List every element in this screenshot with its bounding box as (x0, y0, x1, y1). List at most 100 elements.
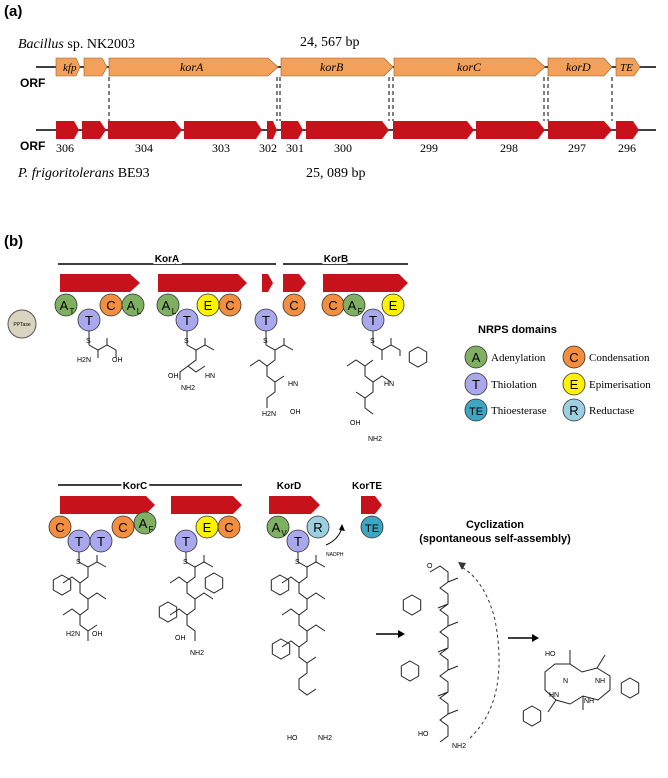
svg-text:HO: HO (418, 731, 429, 738)
legend-thioesterase-label: Thioesterase (491, 405, 547, 417)
korb-label-bg: KorB (324, 254, 348, 265)
svg-text:T: T (70, 307, 75, 316)
gene-304 (108, 121, 182, 139)
cyclization-dotted-arrow (459, 565, 500, 739)
svg-text:T: T (97, 534, 105, 549)
korc-label: KorC (123, 481, 147, 492)
svg-text:NH2: NH2 (181, 385, 195, 392)
orf-label-top: ORF (20, 76, 45, 90)
domain-adenylation (133, 511, 157, 535)
svg-text:C: C (289, 298, 298, 313)
korc-label-bg: KorC (123, 481, 147, 492)
pseudomonas-strain-label: P. frigoritolerans BE93 (17, 166, 150, 181)
svg-text:T: T (85, 313, 93, 328)
gene-number-306: 306 (56, 141, 74, 155)
svg-text:F: F (149, 525, 154, 534)
svg-text:T: T (183, 313, 191, 328)
gene-number-301: 301 (286, 141, 304, 155)
gene-kfp (55, 57, 81, 77)
svg-text:T: T (262, 313, 270, 328)
svg-text:L: L (172, 307, 177, 316)
legend-thioesterase-icon (464, 398, 488, 422)
chem-labels-top: S H2N OH S OH HN NH2 S HN H2N OH S HN OH… (77, 338, 394, 443)
svg-text:HN: HN (549, 692, 559, 699)
svg-text:TE: TE (469, 406, 483, 418)
svg-text:T: T (294, 534, 302, 549)
orf-label-bottom: ORF (20, 139, 45, 153)
legend-thiolation-label: Thiolation (491, 379, 537, 391)
svg-text:C: C (224, 520, 233, 535)
gene-korC (393, 57, 546, 77)
legend-title: NRPS domains (478, 324, 557, 336)
svg-text:HN: HN (205, 373, 215, 380)
svg-text:A: A (162, 298, 171, 313)
gene-number-297: 297 (568, 141, 586, 155)
gene-korD (547, 57, 613, 77)
kord-label: KorD (277, 481, 301, 492)
bacillus-genes: kfp korA korB korC korD TE (55, 57, 641, 77)
svg-text:NH: NH (584, 698, 594, 705)
gene-number-296: 296 (618, 141, 636, 155)
gene-small-orange (83, 57, 108, 77)
pseudomonas-genes (56, 121, 639, 139)
gene-296 (616, 121, 639, 139)
svg-text:H2N: H2N (262, 411, 276, 418)
svg-text:F: F (358, 307, 363, 316)
bacillus-genome-size: 24, 567 bp (300, 35, 360, 50)
gene-korB-label: korB (320, 60, 344, 74)
phenyl-ring (408, 346, 428, 368)
gene-298 (476, 121, 545, 139)
reaction-arrowhead-2 (532, 634, 539, 642)
gene-number-303: 303 (212, 141, 230, 155)
reaction-arrowhead-1 (398, 630, 405, 638)
svg-text:V: V (281, 529, 287, 538)
svg-text:A: A (127, 298, 136, 313)
svg-text:R: R (313, 520, 322, 535)
peptide-chains-top (88, 331, 401, 415)
svg-text:E: E (570, 377, 579, 392)
svg-text:NH2: NH2 (452, 743, 466, 750)
svg-text:S: S (183, 559, 188, 566)
gene-TE (615, 57, 641, 77)
svg-text:E: E (389, 298, 398, 313)
gene-299 (393, 121, 474, 139)
legend-reductase-icon (562, 398, 586, 422)
svg-text:OH: OH (290, 409, 301, 416)
domain-thioesterase (360, 515, 384, 539)
gene-302 (267, 121, 277, 139)
gene-306 (56, 121, 79, 139)
phenyl-rings-bottom (52, 572, 640, 727)
gene-korA (108, 57, 279, 77)
svg-text:A: A (272, 520, 281, 535)
legend-adenylation-icon (464, 345, 488, 369)
svg-text:S: S (263, 338, 268, 345)
gene-number-299: 299 (420, 141, 438, 155)
nadph-arrowhead (339, 524, 345, 531)
domain-adenylation (54, 293, 78, 317)
kora-label: KorA (155, 254, 179, 265)
domain-adenylation (121, 293, 145, 317)
svg-text:TE: TE (365, 523, 379, 535)
svg-text:HO: HO (287, 735, 298, 742)
svg-text:OH: OH (112, 357, 123, 364)
pptase-label: PPTase (13, 322, 30, 328)
panel-a-label: (a) (4, 3, 22, 20)
domain-condensation (282, 293, 306, 317)
nrps-legend: NRPS domains A C T E TE R Adenylation Co… (464, 324, 651, 422)
cyclization-title: Cyclization (466, 519, 524, 531)
domain-condensation (111, 515, 135, 539)
gene-korB (280, 57, 394, 77)
domain-adenylation (156, 293, 180, 317)
gene-TE-label: TE (620, 62, 633, 74)
svg-text:S: S (295, 559, 300, 566)
svg-text:T: T (75, 534, 83, 549)
domain-adenylation (342, 293, 366, 317)
svg-text:H2N: H2N (77, 357, 91, 364)
svg-text:A: A (60, 298, 69, 313)
svg-text:T: T (369, 313, 377, 328)
cyclization-subtitle: (spontaneous self-assembly) (419, 533, 571, 545)
gene-297 (548, 121, 612, 139)
legend-epimerisation-icon (562, 372, 586, 396)
svg-text:OH: OH (350, 420, 361, 427)
